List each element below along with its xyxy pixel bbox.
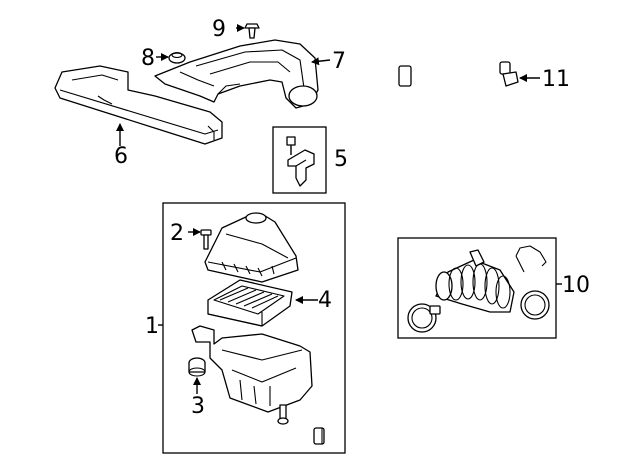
lower-housing — [191, 325, 313, 425]
callout-4: 4 — [318, 288, 332, 313]
upper-housing-cover — [204, 212, 299, 283]
part-6-air-deflector — [54, 65, 223, 146]
callout-8: 8 — [141, 46, 155, 71]
part-9-push-pin — [236, 23, 260, 39]
callout-3: 3 — [191, 394, 205, 419]
callout-6: 6 — [114, 144, 128, 169]
part-7-intake-duct — [154, 39, 331, 109]
callout-1: 1 — [145, 314, 159, 339]
callout-7: 7 — [332, 49, 346, 74]
part-4-air-filter — [207, 279, 318, 327]
part-1-air-cleaner-box — [158, 202, 346, 454]
callout-9: 9 — [212, 17, 226, 42]
part-2-screw — [188, 228, 212, 250]
callout-2: 2 — [170, 221, 184, 246]
right-seal-ring — [520, 290, 550, 320]
left-hose-clamp — [407, 303, 441, 333]
bottom-clip — [313, 427, 325, 445]
part-10-outlet-duct-box — [397, 237, 562, 339]
part-11-hose — [398, 36, 540, 87]
part-3-grommet — [188, 357, 206, 394]
spring-clip — [515, 245, 547, 273]
callout-5: 5 — [334, 147, 348, 172]
callout-labels: 1 2 3 4 5 6 7 8 9 10 11 — [114, 17, 590, 419]
part-5-bracket-box — [272, 126, 327, 194]
bellows-duct — [435, 249, 515, 313]
callout-10: 10 — [562, 273, 590, 298]
callout-11: 11 — [542, 67, 570, 92]
part-8-grommet — [156, 51, 186, 64]
